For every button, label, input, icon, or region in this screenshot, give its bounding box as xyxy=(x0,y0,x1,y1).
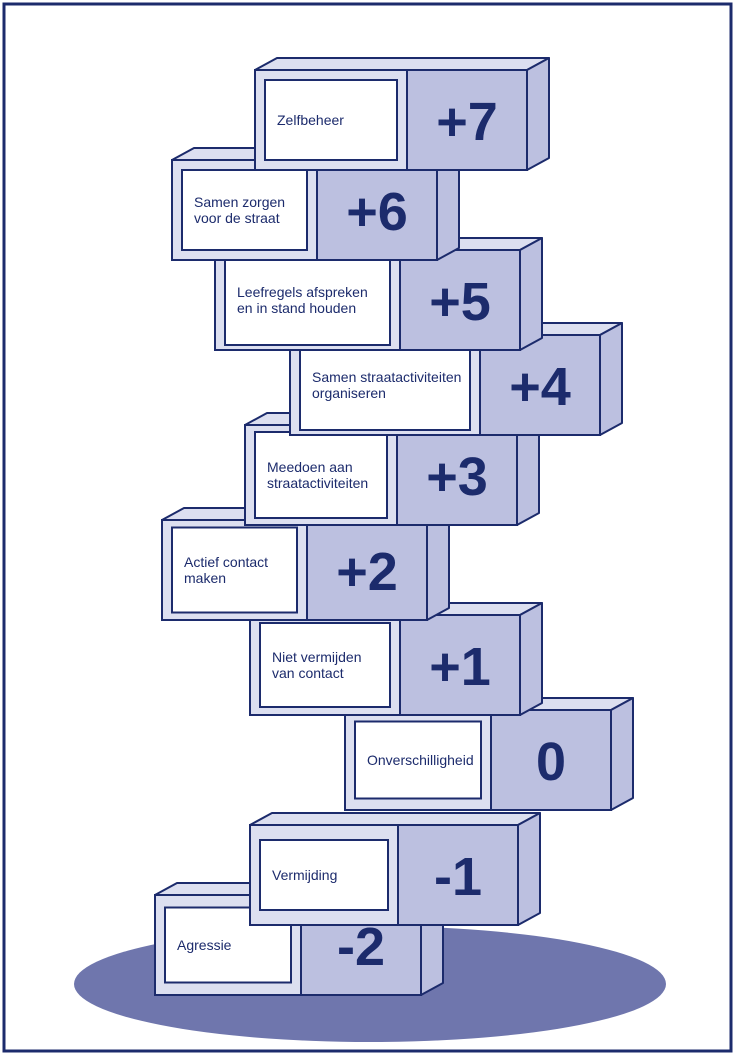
block-side-face xyxy=(519,237,543,351)
step-block: Onverschilligheid 0 xyxy=(344,697,634,811)
step-value: -1 xyxy=(434,847,482,907)
block-number-face xyxy=(479,334,601,436)
step-label-line: Niet vermijden xyxy=(272,649,361,665)
step-label-line: Samen zorgen xyxy=(194,194,285,210)
step-value: +3 xyxy=(426,447,488,507)
step-label-box xyxy=(299,339,471,431)
step-label-line: van contact xyxy=(272,665,344,681)
step-label-box xyxy=(181,169,308,251)
block-number-face xyxy=(490,709,612,811)
step-label: Vermijding xyxy=(272,867,337,883)
step-label-line: Vermijding xyxy=(272,867,337,883)
step-value: +6 xyxy=(346,182,408,242)
step-label-line: Leefregels afspreken xyxy=(237,284,368,300)
step-label: Agressie xyxy=(177,937,232,953)
block-number-face xyxy=(399,249,521,351)
step-label-box xyxy=(259,839,389,911)
step-label-box xyxy=(259,622,391,708)
block-number-face xyxy=(397,824,519,926)
step-label-line: Agressie xyxy=(177,937,232,953)
step-value: +7 xyxy=(436,92,498,152)
block-number-face xyxy=(316,159,438,261)
step-value: -2 xyxy=(337,917,385,977)
step-label: Zelfbeheer xyxy=(277,112,344,128)
step-label-line: en in stand houden xyxy=(237,300,356,316)
step-label-line: straatactiviteiten xyxy=(267,475,368,491)
block-side-face xyxy=(517,812,541,926)
step-value: +2 xyxy=(336,542,398,602)
step-label-line: Actief contact xyxy=(184,554,268,570)
step-label-box xyxy=(164,906,292,984)
step-label-line: voor de straat xyxy=(194,210,280,226)
block-top-face xyxy=(249,812,541,826)
step-label-line: Samen straatactiviteiten xyxy=(312,369,461,385)
step-label-box xyxy=(264,79,398,161)
block-number-face xyxy=(399,614,521,716)
step-label-line: maken xyxy=(184,570,226,586)
step-label-line: Zelfbeheer xyxy=(277,112,344,128)
step-label-box xyxy=(354,720,482,800)
block-side-face xyxy=(599,322,623,436)
step-value: +1 xyxy=(429,637,491,697)
block-side-face xyxy=(526,57,550,171)
step-block: Zelfbeheer +7 xyxy=(254,57,550,171)
block-side-face xyxy=(519,602,543,716)
block-side-face xyxy=(610,697,634,811)
block-number-face xyxy=(306,519,428,621)
step-label-line: organiseren xyxy=(312,385,386,401)
step-value: +4 xyxy=(509,357,571,417)
step-block: Vermijding -1 xyxy=(249,812,541,926)
step-label-box xyxy=(224,254,391,346)
step-label: Onverschilligheid xyxy=(367,752,474,768)
step-value: +5 xyxy=(429,272,491,332)
step-value: 0 xyxy=(536,732,566,792)
block-top-face xyxy=(254,57,550,71)
blocks-group: Agressie -2 Vermijding -1 Onverschilligheid 0… xyxy=(154,57,634,996)
block-number-face xyxy=(406,69,528,171)
step-label-line: Onverschilligheid xyxy=(367,752,474,768)
step-label-box xyxy=(171,526,298,614)
step-label-line: Meedoen aan xyxy=(267,459,353,475)
